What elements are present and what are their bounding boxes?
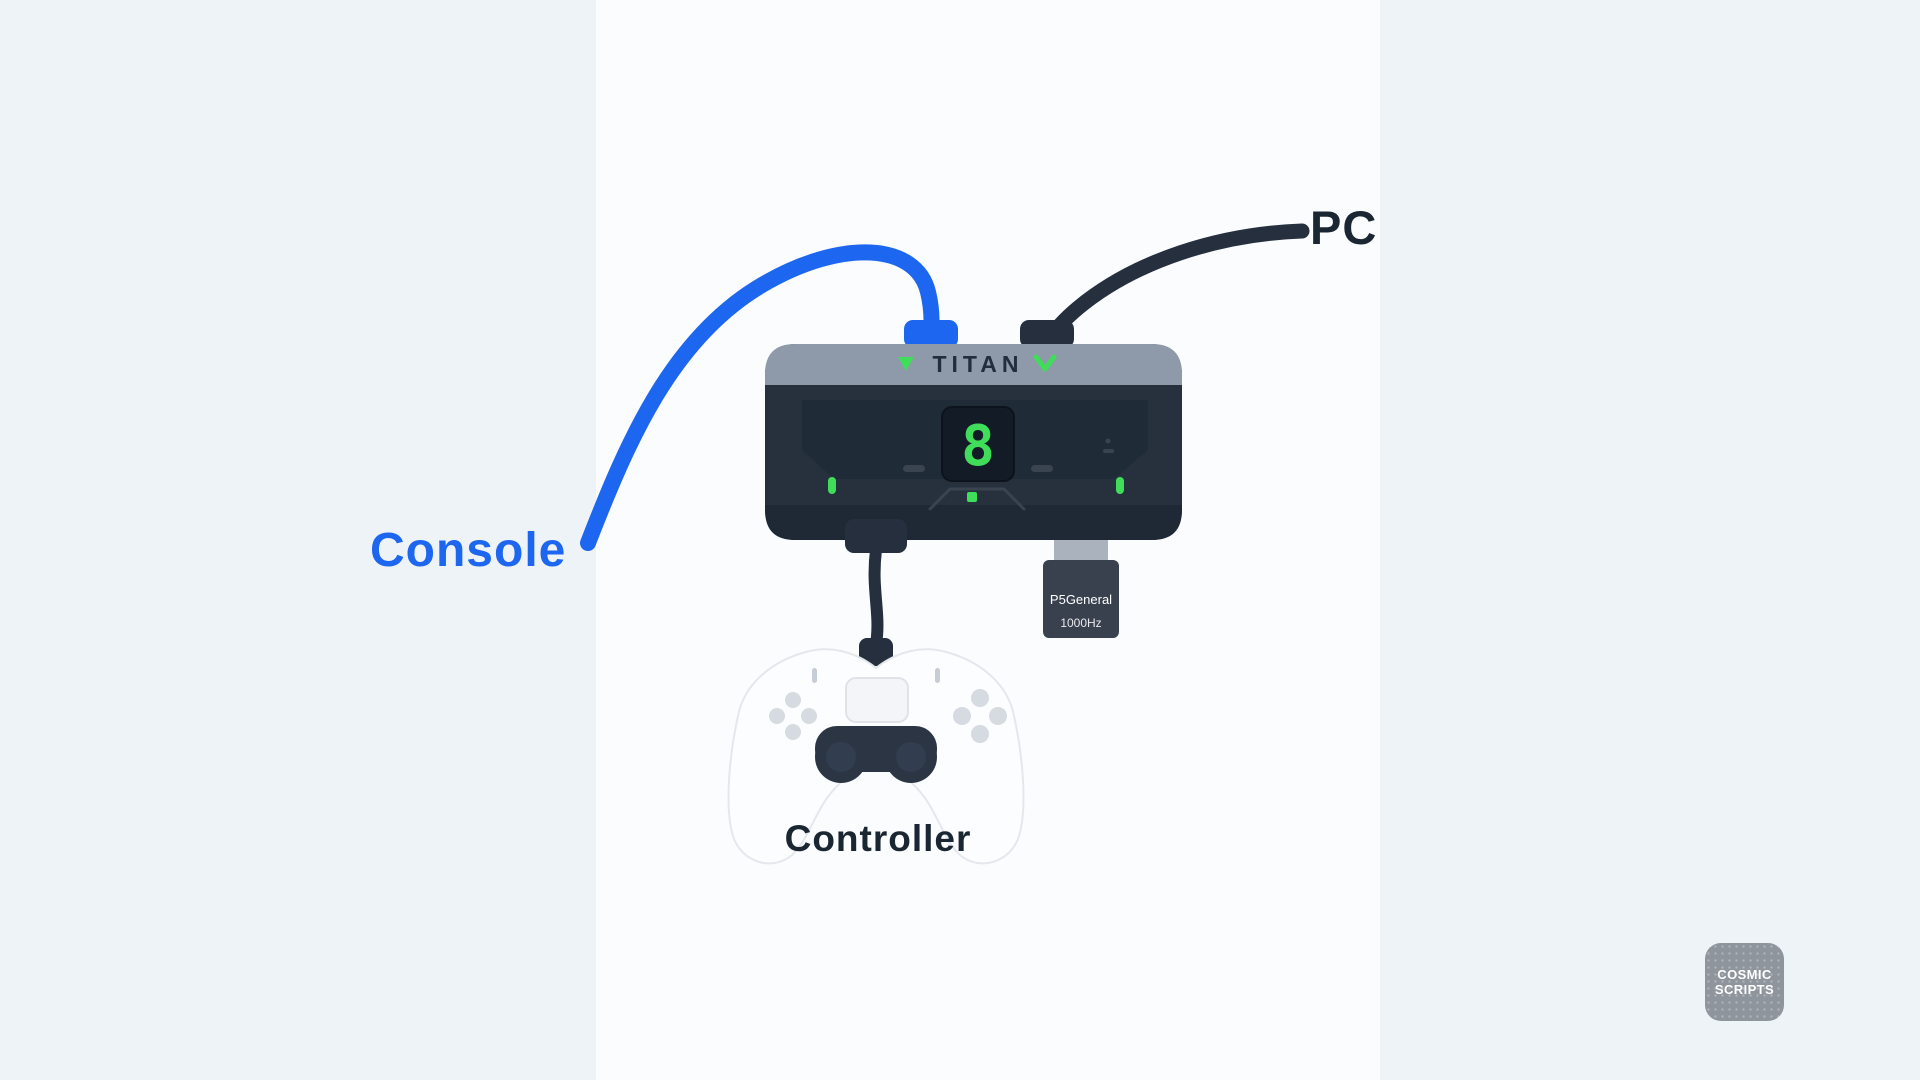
face-button-left <box>953 707 971 725</box>
console-cable <box>580 244 940 551</box>
dpad-up <box>785 692 801 708</box>
dongle-body <box>1043 560 1119 638</box>
gamepad-touchpad <box>845 677 909 723</box>
face-dash-right <box>1031 465 1053 472</box>
gamepad-right-stick-cap <box>896 742 926 772</box>
titan-brand-label: TITAN <box>932 351 1023 377</box>
face-mark <box>1103 449 1114 453</box>
device-bottom-edge <box>765 505 1182 540</box>
options-button <box>935 668 940 683</box>
face-button-bottom <box>971 725 989 743</box>
titan-adapter: TITAN 8 <box>765 344 1182 540</box>
device-output-connector <box>845 519 907 553</box>
device-top-band <box>765 344 1182 385</box>
console-label: Console <box>370 524 567 577</box>
face-dash-left <box>903 465 925 472</box>
gamepad-left-stick-cap <box>826 742 856 772</box>
console-port <box>904 320 958 348</box>
dpad-right <box>801 708 817 724</box>
controller-label: Controller <box>784 818 972 859</box>
segment-display <box>941 406 1015 482</box>
display-digit: 8 <box>961 414 995 479</box>
led-right <box>1116 477 1124 494</box>
controller-plug <box>859 638 893 666</box>
pc-port <box>1020 320 1074 348</box>
pc-label: PC <box>1310 201 1378 254</box>
titan-logo-right-icon <box>1033 354 1057 372</box>
controller-cable <box>868 544 884 651</box>
led-left <box>828 477 836 494</box>
dongle-model-label: P5General <box>1050 592 1112 607</box>
gamepad <box>727 648 1025 865</box>
dongle-rate-label: 1000Hz <box>1060 616 1101 630</box>
create-button <box>812 668 817 683</box>
dpad-down <box>785 724 801 740</box>
face-bracket <box>928 487 1026 511</box>
watermark-line1: COSMIC <box>1717 967 1772 982</box>
face-button-top <box>971 689 989 707</box>
led-center <box>967 492 977 502</box>
cosmic-scripts-logo: COSMIC SCRIPTS <box>1705 943 1784 1021</box>
titan-logo-left-icon <box>898 357 914 371</box>
face-button-right <box>989 707 1007 725</box>
pc-cable <box>1041 223 1310 348</box>
dpad-left <box>769 708 785 724</box>
watermark-line2: SCRIPTS <box>1714 982 1775 997</box>
face-dot <box>1105 438 1111 444</box>
